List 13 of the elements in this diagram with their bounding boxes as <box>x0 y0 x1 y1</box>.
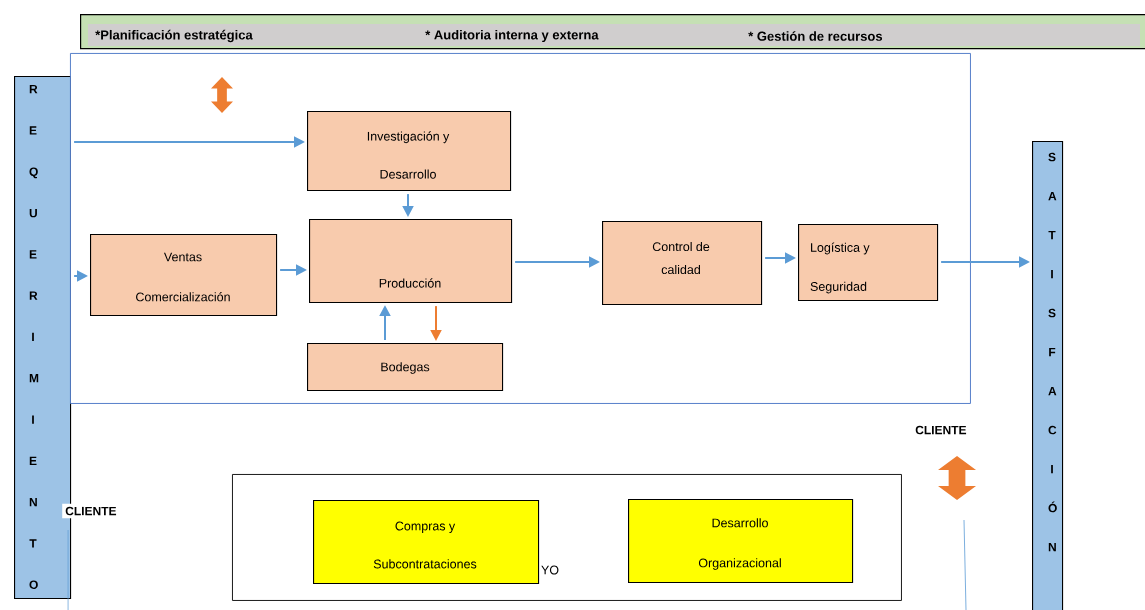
process-box: Ventas Comercialización <box>90 234 278 317</box>
client-label: CLIENTE <box>912 422 970 438</box>
vertical-bar: R E Q U E R I M I E N T O CLIENTE <box>14 76 120 600</box>
process-box: Producción <box>309 219 513 304</box>
vertical-bar: S A T I S F A C I Ó N <box>1032 141 1064 610</box>
band-box: *Planificación estratégica * Auditoria interna y externa * Gestión de recursos <box>80 14 1145 50</box>
support-box: Desarrollo Organizacional <box>628 499 854 584</box>
process-box: Logística y Seguridad <box>798 224 939 302</box>
process-box: Bodegas <box>307 343 504 392</box>
support-box: Compras y Subcontrataciones <box>313 500 540 585</box>
process-box: Control de calidad <box>602 221 763 306</box>
node-label: CLIENTE <box>65 506 117 516</box>
process-box: Investigación y Desarrollo <box>307 111 512 192</box>
